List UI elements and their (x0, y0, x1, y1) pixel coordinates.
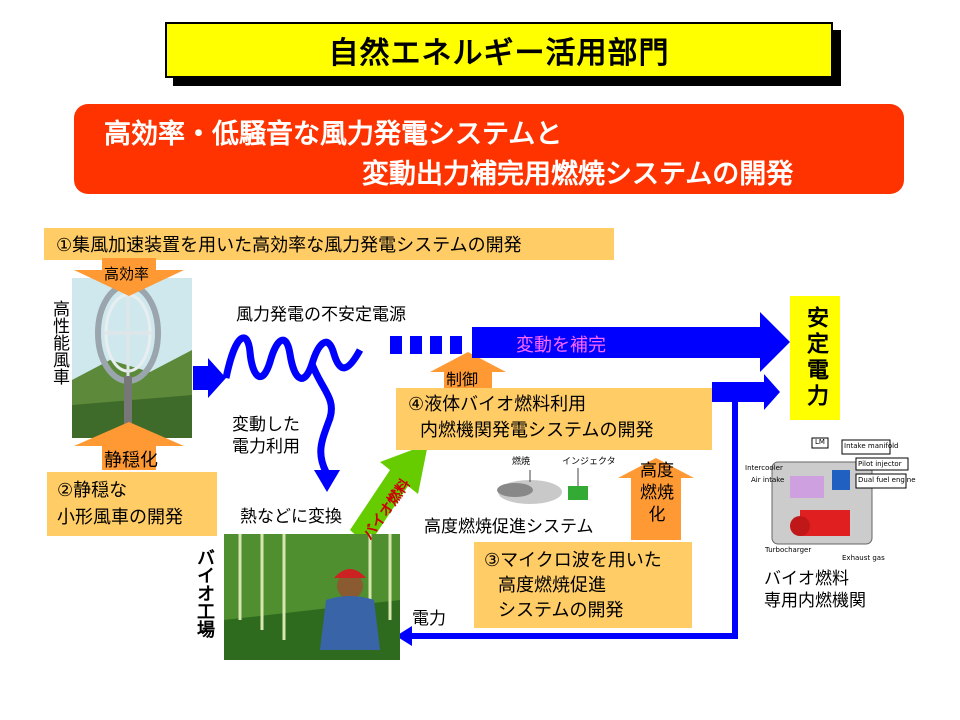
page-title-text: 自然エネルギー活用部門 (328, 36, 670, 71)
control-label: 制御 (446, 370, 479, 389)
fluctuating-use-label: 変動した 電力利用 (232, 414, 300, 458)
heat-arrow-head (314, 470, 340, 492)
exhaust-small-label: Exhaust gas (842, 554, 885, 562)
combustion-image (497, 468, 588, 504)
stable-power-box: 安定電力 (790, 296, 840, 420)
bio-factory-label: バイオ工場 (194, 548, 215, 638)
item-3-line-2: 高度燃焼促進 (498, 575, 606, 596)
fluctuating-use-line-2: 電力利用 (232, 437, 300, 457)
electricity-label: 電力 (412, 609, 446, 629)
turbine-label: 高性能風車 (49, 300, 69, 385)
item-2-line-2: 小形風車の開発 (57, 507, 183, 528)
item-4-line-2: 内燃機関発電システムの開発 (420, 420, 654, 441)
electricity-return-line (410, 392, 738, 639)
advanced-combustion-arrow (618, 458, 694, 540)
item-3-line-3: システムの開発 (498, 600, 624, 621)
item-4-box: ④液体バイオ燃料利用 内燃機関発電システムの開発 (396, 388, 712, 450)
control-arrow (430, 352, 506, 388)
unstable-power-label: 風力発電の不安定電源 (236, 305, 406, 325)
banner-line-1: 高効率・低騒音な風力発電システムと (104, 119, 563, 150)
biofuel-arrow (350, 444, 428, 546)
bio-factory-image (224, 534, 400, 660)
high-efficiency-arrow (74, 258, 184, 296)
dashed-power-line (390, 336, 462, 354)
item-2-box: ②静穏な 小形風車の開発 (47, 472, 217, 536)
dual-small-label: Dual fuel engine (858, 476, 916, 484)
heat-conversion-label: 熱などに変換 (240, 507, 342, 527)
quiet-label: 静穏化 (104, 450, 158, 471)
airintake-small-label: Air intake (751, 476, 785, 484)
pilot-small-label: Pilot injector (858, 460, 902, 468)
turbine-output-arrow (193, 358, 226, 398)
unstable-power-wave (222, 334, 364, 382)
branch-wave (308, 362, 335, 474)
advanced-combustion-line-1: 高度 (640, 461, 674, 481)
high-efficiency-label: 高効率 (104, 265, 150, 283)
wind-turbine-image (72, 278, 192, 438)
compensate-label: 変動を補完 (516, 335, 606, 356)
flame-small-label: 燃焼 (512, 457, 531, 467)
engine-line-2: 専用内燃機関 (764, 591, 866, 611)
item-3-line-1: ③マイクロ波を用いた (484, 550, 662, 571)
injector-small-label: インジェクタ (562, 457, 616, 467)
engine-power-arrow (712, 374, 780, 410)
item-2-line-1: ②静穏な (57, 480, 128, 501)
subtitle-banner: 高効率・低騒音な風力発電システムと 変動出力補完用燃焼システムの開発 (74, 104, 904, 194)
engine-label: バイオ燃料 専用内燃機関 (764, 568, 866, 612)
quiet-arrow (74, 422, 184, 470)
item-1-box: ①集風加速装置を用いた高効率な風力発電システムの開発 (44, 228, 614, 260)
compensate-arrow (472, 312, 790, 372)
advanced-combustion-system-label: 高度燃焼促進システム (424, 517, 594, 537)
banner-line-2: 変動出力補完用燃焼システムの開発 (362, 159, 794, 190)
advanced-combustion-line-2: 燃焼 (640, 483, 674, 503)
item-4-line-1: ④液体バイオ燃料利用 (408, 394, 587, 415)
engine-image (771, 437, 909, 545)
advanced-combustion-line-3: 化 (648, 505, 666, 525)
intercooler-small-label: Intercooler (745, 464, 783, 472)
advanced-combustion-label: 高度 燃焼 化 (634, 460, 680, 526)
turbo-small-label: Turbocharger (765, 546, 812, 554)
electricity-arrow-head (396, 626, 412, 646)
item-1-text: ①集風加速装置を用いた高効率な風力発電システムの開発 (56, 235, 522, 256)
lm-small-label: LM (815, 438, 825, 446)
stable-power-label: 安定電力 (803, 306, 828, 410)
fluctuating-use-line-1: 変動した (232, 415, 300, 435)
item-3-box: ③マイクロ波を用いた 高度燃焼促進 システムの開発 (474, 542, 692, 628)
manifold-small-label: Intake manifold (844, 442, 899, 450)
engine-line-1: バイオ燃料 (764, 569, 849, 589)
page-title: 自然エネルギー活用部門 (165, 22, 833, 78)
